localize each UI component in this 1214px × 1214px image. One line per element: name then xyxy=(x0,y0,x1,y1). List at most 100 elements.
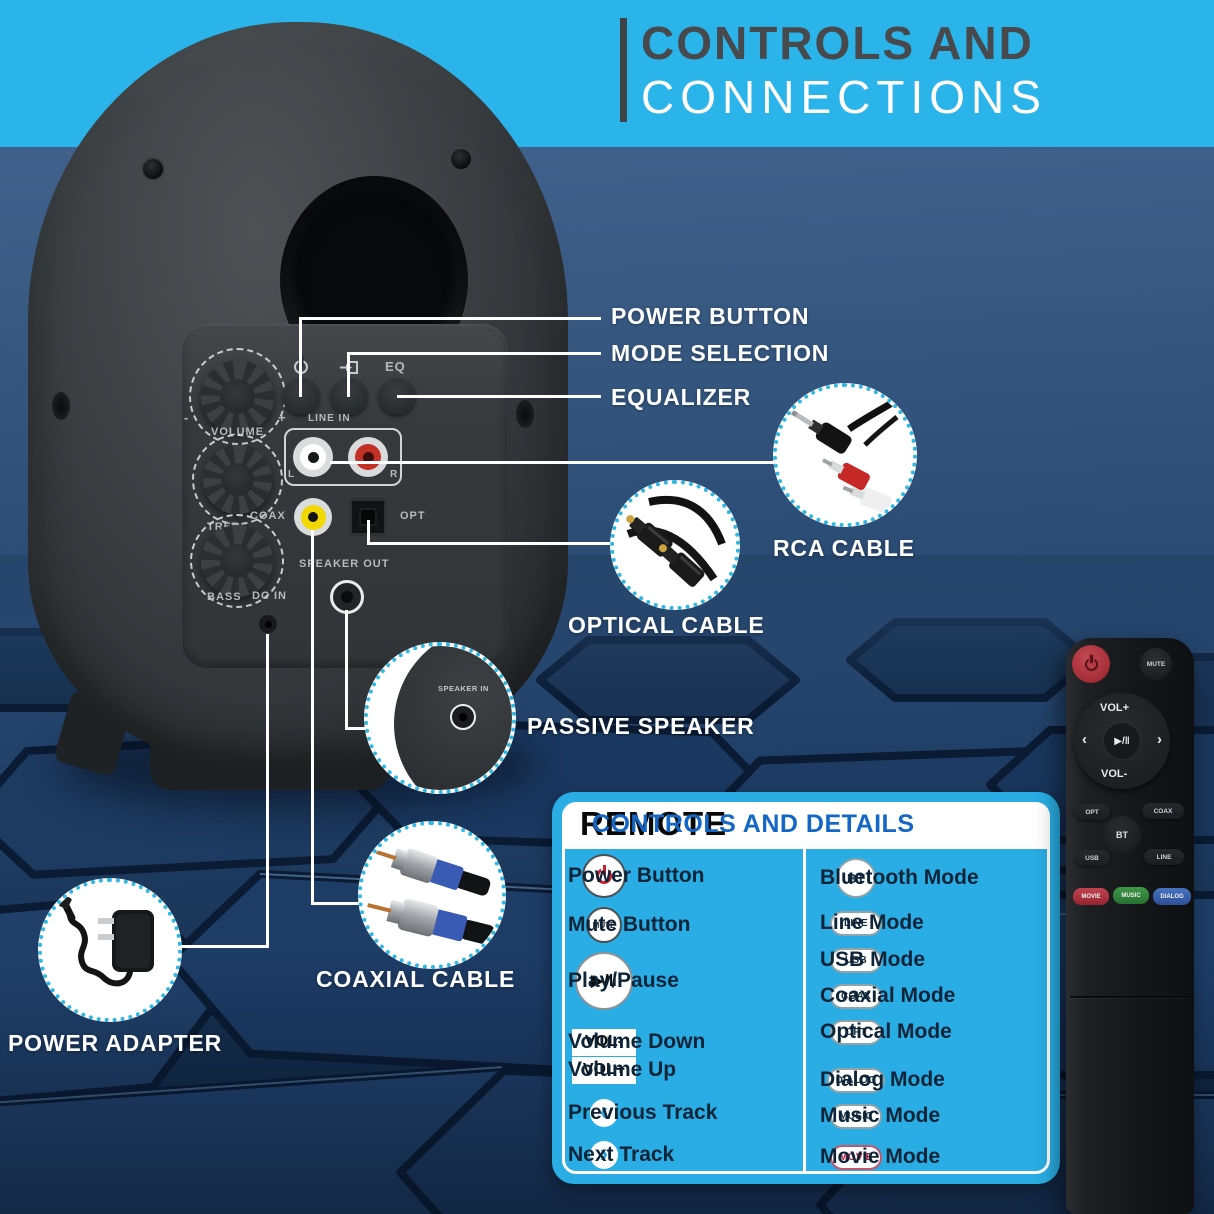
volume-minus: - xyxy=(184,410,190,425)
remote-panel-title: REMOTE xyxy=(580,805,728,842)
remote-music-button[interactable]: MUSIC xyxy=(1113,887,1149,904)
speaker-out-callout-line xyxy=(345,727,371,730)
remote-power-button[interactable] xyxy=(1072,645,1110,683)
power-callout-line xyxy=(299,317,302,397)
remote-next[interactable]: › xyxy=(1157,731,1162,748)
equalizer-callout: EQUALIZER xyxy=(611,384,752,410)
speaker-out-callout-line xyxy=(345,610,348,730)
bass-label: BASS xyxy=(207,591,242,603)
power-button-callout: POWER BUTTON xyxy=(611,303,810,329)
previous-icon: ‹ xyxy=(590,1098,618,1127)
row-label: Previous Track xyxy=(568,1101,718,1124)
music-badge: MUSIC xyxy=(830,1103,882,1129)
optical-callout-line xyxy=(367,520,370,545)
dialog-badge: DIALOG xyxy=(826,1067,886,1093)
line-in-group-box xyxy=(284,428,402,486)
dc-in-label: DC IN xyxy=(252,590,287,602)
power-icon xyxy=(582,854,626,898)
remote-panel-subtitle: CONTROLS AND DETAILS xyxy=(592,809,915,838)
row-label: Coaxial Mode xyxy=(820,984,956,1007)
rca-cable-graphic xyxy=(790,393,904,514)
mute-icon: MUTE xyxy=(586,907,622,943)
row-label: USB Mode xyxy=(820,948,925,971)
row-label: Volume Down xyxy=(568,1030,706,1053)
remote-dialog-button[interactable]: DIALOG xyxy=(1153,888,1191,905)
remote-prev[interactable]: ‹ xyxy=(1082,731,1087,748)
row-label: Line Mode xyxy=(820,911,924,934)
optical-cable-image xyxy=(610,480,740,610)
rca-cable-image xyxy=(773,383,917,527)
dc-callout-line xyxy=(266,634,269,948)
dc-in-jack[interactable] xyxy=(257,613,279,635)
row-label: Power Button xyxy=(568,864,705,887)
row-label: Volume Up xyxy=(568,1058,677,1081)
speaker-in-jack xyxy=(450,704,476,730)
coaxial-cable-callout: COAXIAL CABLE xyxy=(316,966,516,992)
remote-vol-up[interactable]: VOL+ xyxy=(1100,702,1130,714)
usb-badge: USB xyxy=(830,947,882,973)
remote-bt-button[interactable]: BT xyxy=(1103,816,1141,854)
opt-label: OPT xyxy=(400,510,426,522)
coax-label: COAX xyxy=(250,510,286,522)
side-hole xyxy=(516,400,534,428)
screw-hole xyxy=(141,157,165,181)
rca-callout-line xyxy=(330,461,780,464)
remote-opt-button[interactable]: OPT xyxy=(1074,804,1110,820)
row-label: Bluetooth Mode xyxy=(820,866,979,889)
bt-badge: BT xyxy=(836,858,876,898)
line-badge: LINE xyxy=(830,910,882,936)
battery-cover-seam xyxy=(1070,996,1190,998)
speaker-out-label: SPEAKER OUT xyxy=(299,558,390,570)
vol-down-badge: VOL- xyxy=(572,1028,636,1056)
remote-panel-body xyxy=(562,846,1050,1174)
coax-badge: COAX xyxy=(830,983,882,1009)
side-hole xyxy=(52,392,70,420)
remote-mute-button[interactable]: MUTE xyxy=(1140,648,1172,680)
coax-callout-line xyxy=(311,902,363,905)
dc-callout-line xyxy=(178,945,269,948)
line-in-label: LINE IN xyxy=(308,413,351,424)
page-title-line2: CONNECTIONS xyxy=(641,71,1047,123)
remote-coax-button[interactable]: COAX xyxy=(1142,803,1184,819)
rca-right-jack[interactable] xyxy=(348,437,388,477)
title-accent-bar xyxy=(620,18,627,122)
eq-label: EQ xyxy=(385,359,406,374)
row-label: Dialog Mode xyxy=(820,1068,945,1091)
remote-usb-button[interactable]: USB xyxy=(1074,850,1110,866)
power-adapter-graphic xyxy=(58,895,154,987)
remote-line-button[interactable]: LINE xyxy=(1144,849,1184,865)
remote-play-pause[interactable]: ▶/‖ xyxy=(1103,722,1141,760)
speaker-out-jack[interactable] xyxy=(330,580,364,614)
bass-knob-cap xyxy=(220,544,254,578)
power-adapter-image xyxy=(38,878,182,1022)
vol-up-badge: VOL+ xyxy=(572,1056,636,1084)
line-in-left-label: L xyxy=(288,469,296,480)
remote-control: MUTE VOL+ ‹ › VOL- ▶/‖ OPT COAX BT USB L… xyxy=(1066,638,1194,1214)
mode-callout-line xyxy=(347,352,350,397)
mode-callout-line xyxy=(347,352,601,355)
coax-callout-line xyxy=(311,530,314,905)
line-in-right-label: R xyxy=(390,469,399,480)
movie-badge: MOVIE xyxy=(830,1144,882,1170)
opt-badge: OPT xyxy=(830,1019,882,1045)
coax-jack[interactable] xyxy=(294,498,332,536)
rca-cable-callout: RCA CABLE xyxy=(773,535,915,561)
remote-movie-button[interactable]: MOVIE xyxy=(1073,888,1109,905)
row-label: Music Mode xyxy=(820,1104,941,1127)
optical-cable-graphic xyxy=(626,495,726,587)
volume-plus: + xyxy=(278,410,287,425)
screw-hole xyxy=(449,147,473,171)
row-label: Mute Button xyxy=(568,913,691,936)
rca-left-jack[interactable] xyxy=(293,437,333,477)
optical-cable-callout: OPTICAL CABLE xyxy=(568,612,765,638)
panel-column-divider xyxy=(803,846,806,1174)
row-label: Next Track xyxy=(568,1143,675,1166)
remote-details-panel: REMOTE CONTROLS AND DETAILS Power Button… xyxy=(552,792,1060,1184)
remote-nav-ring[interactable]: VOL+ ‹ › VOL- ▶/‖ xyxy=(1074,693,1170,789)
optical-callout-line xyxy=(367,542,615,545)
row-label: Movie Mode xyxy=(820,1145,941,1168)
remote-vol-down[interactable]: VOL- xyxy=(1101,768,1128,780)
speaker-in-label: SPEAKER IN xyxy=(438,684,489,693)
play-pause-icon: ▶/‖ xyxy=(575,952,633,1010)
volume-knob-cap xyxy=(220,379,255,414)
